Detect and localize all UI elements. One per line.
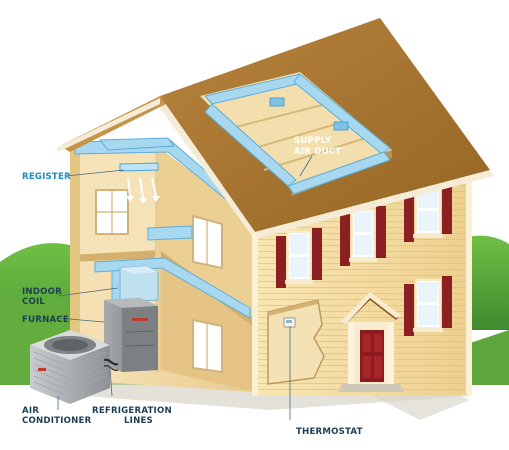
- label-supply-air-duct-line2: AIR DUCT: [294, 147, 341, 157]
- interior-window-upper-right: [192, 214, 223, 270]
- label-refrigeration-lines-line2: LINES: [124, 416, 153, 426]
- supply-air-duct: [98, 73, 391, 195]
- front-window-lower: [404, 276, 452, 336]
- label-refrigeration-lines-line1: REFRIGERATION: [92, 406, 172, 416]
- roof: [56, 18, 494, 238]
- front-window-upper-1: [276, 228, 322, 288]
- interior-window-upper-left: [95, 189, 129, 235]
- facade-cutaway: [267, 299, 325, 385]
- interior-window-lower-right: [192, 318, 223, 374]
- label-air-conditioner-line1: AIR: [22, 406, 39, 416]
- air-conditioner-unit: [30, 330, 110, 404]
- furnace: [104, 298, 158, 372]
- leader-lines: [57, 155, 313, 420]
- label-indoor-coil-line1: INDOOR: [22, 287, 62, 297]
- label-air-conditioner-line2: CONDITIONER: [22, 416, 92, 426]
- label-indoor-coil-line2: COIL: [22, 297, 45, 307]
- thermostat: [283, 317, 296, 328]
- label-register: REGISTER: [22, 172, 71, 182]
- refrigeration-lines: [103, 358, 119, 372]
- label-supply-air-duct-line1: SUPPLY: [294, 136, 332, 146]
- front-window-upper-2: [340, 206, 386, 266]
- front-door: [338, 292, 404, 392]
- indoor-coil: [119, 265, 159, 303]
- label-thermostat: THERMOSTAT: [296, 427, 363, 437]
- label-furnace: FURNACE: [22, 315, 69, 325]
- register: [119, 162, 160, 204]
